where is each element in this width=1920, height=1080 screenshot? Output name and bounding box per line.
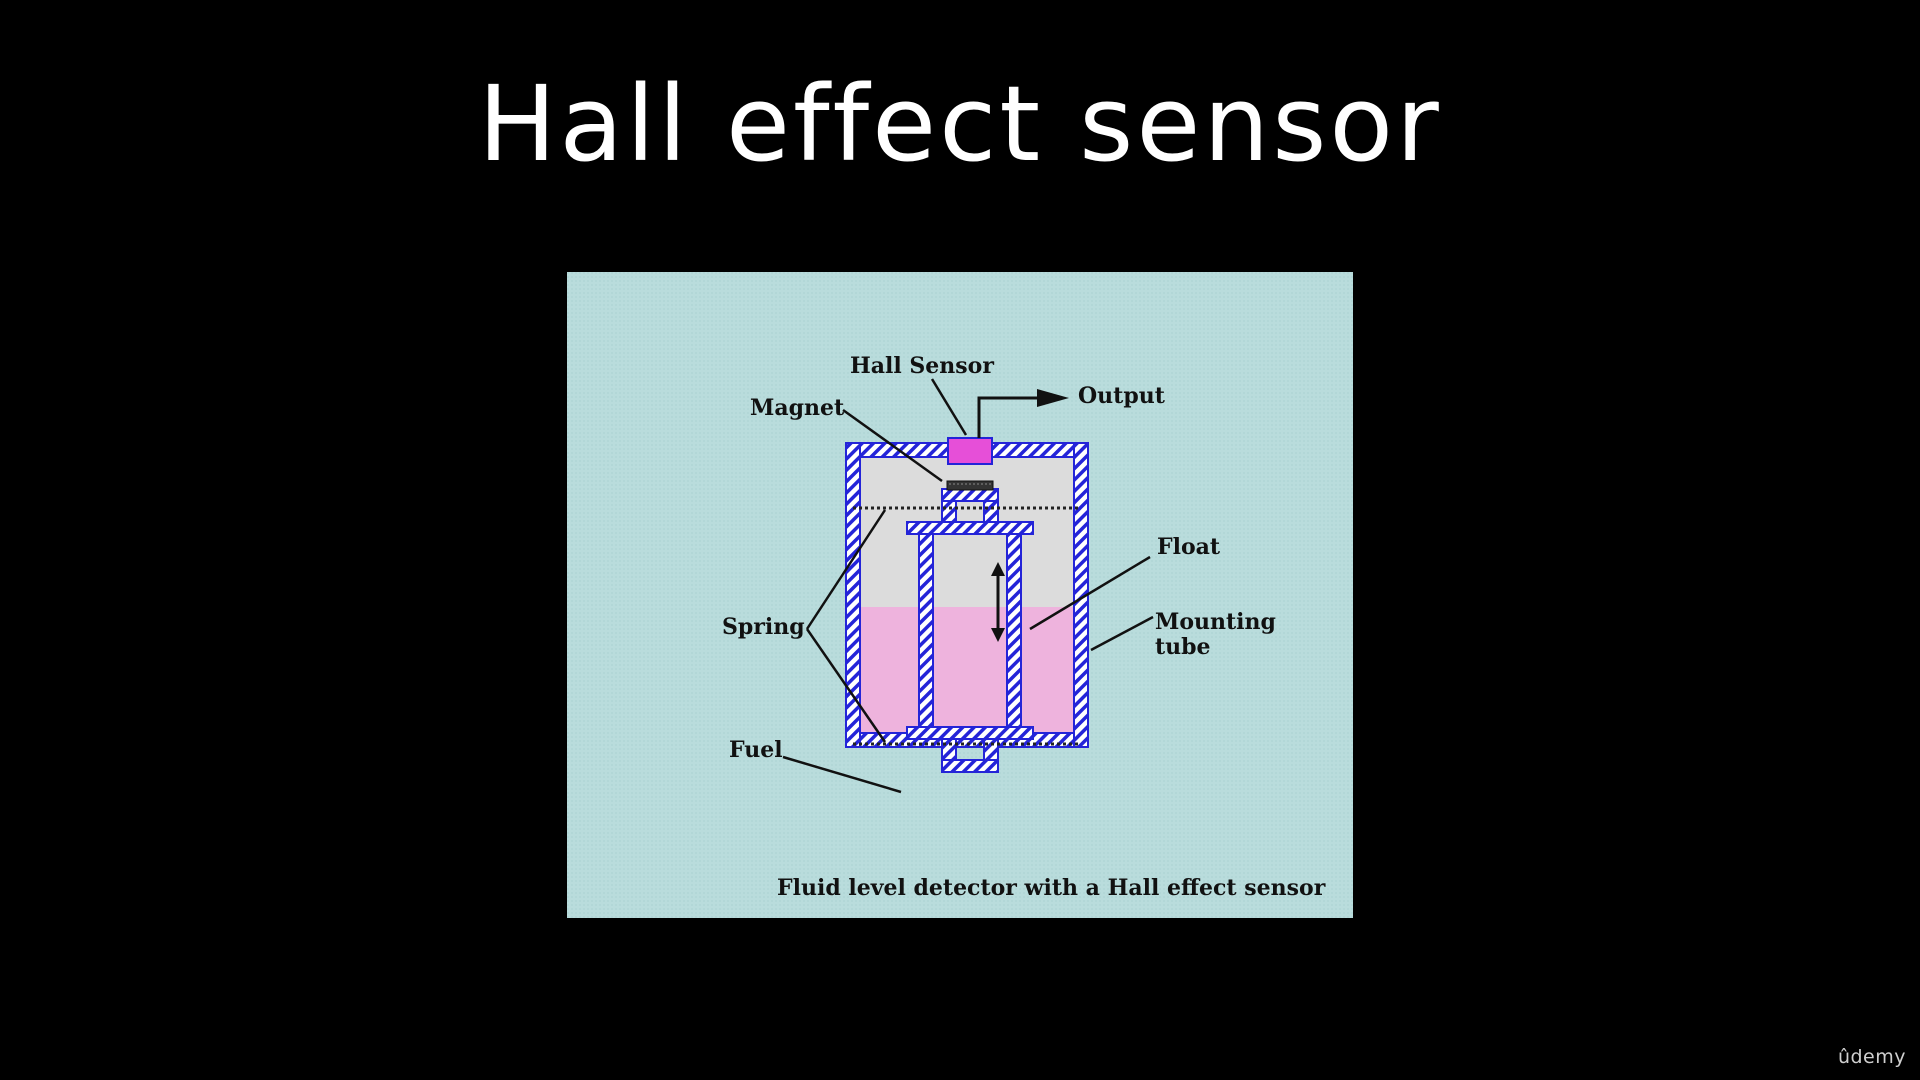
magnet-block (946, 480, 994, 491)
fluid-level-detector-diagram: Hall Sensor Output Magnet Float Spring M… (567, 272, 1353, 918)
output-arrow-icon (1037, 389, 1069, 407)
label-spring: Spring (722, 614, 805, 640)
hall-sensor-block (947, 437, 993, 465)
udemy-logo: ûdemy (1837, 1046, 1906, 1068)
label-tube: tube (1155, 634, 1211, 660)
leader-spring-upper (805, 509, 887, 630)
float-upper-flange (906, 521, 1034, 535)
leader-mounting-tube (1090, 615, 1154, 652)
fuel-region (853, 607, 1081, 733)
leader-fuel (782, 755, 902, 794)
diagram-caption: Fluid level detector with a Hall effect … (777, 875, 1326, 901)
diagram-svg: Hall Sensor Output Magnet Float Spring M… (567, 272, 1353, 918)
label-fuel: Fuel (729, 737, 783, 763)
label-output: Output (1078, 383, 1166, 409)
output-wire (977, 396, 1040, 438)
label-mounting: Mounting (1155, 609, 1276, 635)
float-top-cap (941, 488, 999, 502)
slide-title: Hall effect sensor (478, 63, 1442, 185)
float-bottom-socket (941, 759, 999, 773)
label-float: Float (1157, 534, 1221, 560)
leader-hall-sensor (930, 378, 968, 436)
leader-spring-lower (805, 628, 887, 743)
mounting-tube-left-wall (845, 442, 861, 748)
leader-float (1029, 555, 1151, 631)
leader-magnet (842, 408, 943, 483)
label-hall-sensor: Hall Sensor (850, 353, 994, 379)
label-magnet: Magnet (750, 395, 845, 421)
float-lower-flange (906, 726, 1034, 740)
